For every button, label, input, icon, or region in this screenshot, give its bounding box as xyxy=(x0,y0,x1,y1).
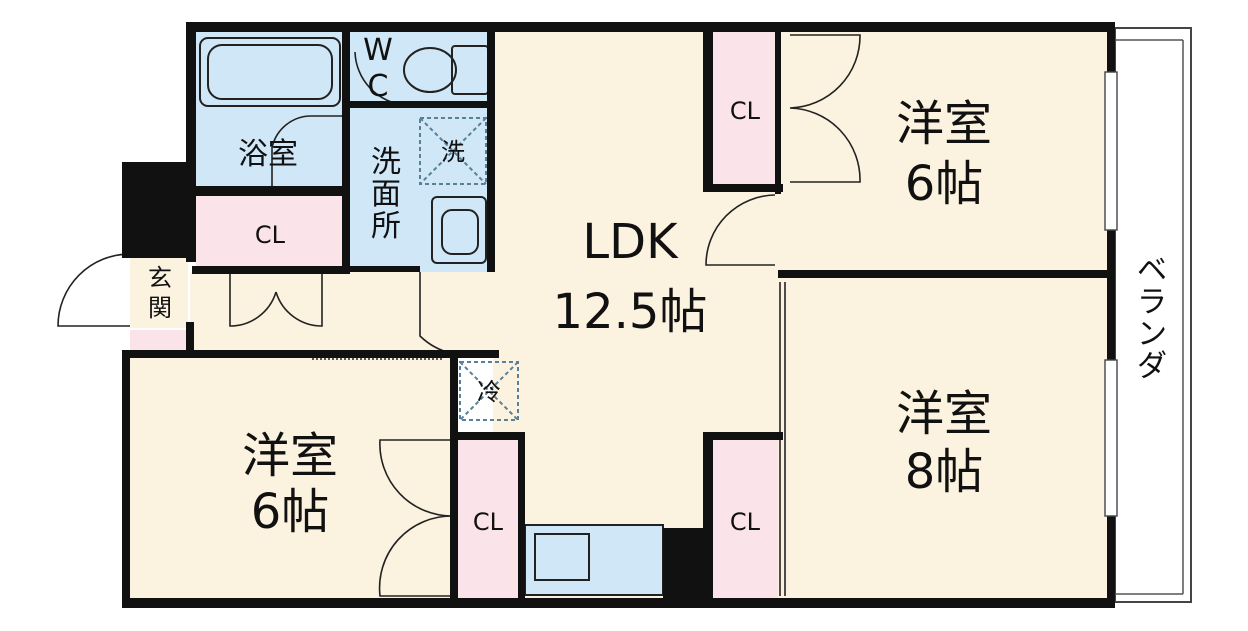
cl-south-label: CL xyxy=(473,508,504,536)
wc-label-c: C xyxy=(368,69,389,104)
balcony-label-3: ン xyxy=(1137,317,1167,352)
washroom-label-1: 洗 xyxy=(371,145,401,180)
labels: LDK 12.5帖 洋室 6帖 洋室 6帖 洋室 8帖 浴室 W C 洗 面 所… xyxy=(148,33,1167,540)
ldk-size: 12.5帖 xyxy=(553,284,708,340)
bath-door xyxy=(271,115,346,188)
ldk-ne-door xyxy=(705,194,776,266)
ne-bedroom-doors xyxy=(789,34,861,183)
cl-se-floor xyxy=(712,440,778,605)
entrance-label-2: 関 xyxy=(148,294,172,322)
washer-label: 洗 xyxy=(441,138,465,166)
se-bedroom-size: 8帖 xyxy=(905,444,984,500)
kitchen-counter xyxy=(524,524,664,596)
wc-label-w: W xyxy=(363,33,393,68)
walls xyxy=(122,22,1115,608)
bathtub xyxy=(199,37,341,107)
ne-bedroom-size: 6帖 xyxy=(905,156,984,212)
ldk-name: LDK xyxy=(582,214,679,270)
washbasin xyxy=(431,196,487,264)
balcony-label-1: ベ xyxy=(1137,253,1167,288)
west-bedroom-closet-doors xyxy=(378,439,453,597)
room-fills xyxy=(128,27,1192,605)
windows xyxy=(1104,71,1118,517)
entry-shoe-floor xyxy=(130,330,186,352)
cl-ne-floor xyxy=(712,30,778,187)
cl-west-floor xyxy=(196,196,344,270)
hallway-floor xyxy=(190,272,495,354)
balcony-label-4: ダ xyxy=(1137,349,1167,384)
se-bedroom-floor xyxy=(778,278,1110,605)
ne-bedroom-name: 洋室 xyxy=(896,96,992,152)
washer-space xyxy=(419,117,487,185)
sink xyxy=(534,533,590,581)
west-bedroom-size: 6帖 xyxy=(251,484,330,540)
entrance-label-1: 玄 xyxy=(148,264,172,292)
cl-south-floor xyxy=(457,440,519,605)
se-bedroom-name: 洋室 xyxy=(896,386,992,442)
ne-bedroom-floor xyxy=(778,30,1110,272)
entrance-floor xyxy=(130,258,188,328)
entrance-door xyxy=(57,253,131,327)
cl-ne-label: CL xyxy=(730,97,761,125)
balcony-label-2: ラ xyxy=(1137,285,1167,320)
west-bedroom-floor xyxy=(128,357,450,605)
fridge-space xyxy=(459,361,519,421)
bath-label: 浴室 xyxy=(238,137,298,172)
fridge-label: 冷 xyxy=(477,378,501,406)
west-bedroom-name: 洋室 xyxy=(242,428,338,484)
cl-west-label: CL xyxy=(255,221,286,249)
fixtures xyxy=(199,37,1184,596)
balcony-floor xyxy=(1114,27,1192,603)
washroom-label-2: 面 xyxy=(371,177,401,212)
washroom-label-3: 所 xyxy=(371,209,401,244)
toilet-bowl xyxy=(403,47,457,93)
cl-west-doors xyxy=(229,272,323,327)
cl-se-label: CL xyxy=(730,508,761,536)
